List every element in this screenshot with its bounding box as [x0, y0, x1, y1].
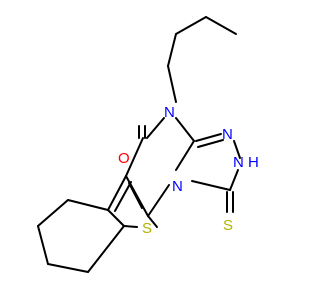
atom-n-butyl: N [164, 104, 175, 121]
bond-s-c8b [147, 215, 158, 228]
bond-ntop-nh [233, 140, 241, 159]
atom-s-thione: S [223, 217, 233, 234]
atom-oxygen: O [118, 150, 130, 167]
bond-cy-1 [67, 199, 109, 211]
bond-c4a-c5 [107, 175, 127, 211]
bond-cy-2 [37, 199, 69, 227]
bond-nbutyl-carbonyl [146, 117, 165, 139]
bond-c5-c9a [107, 209, 125, 227]
bond-nbridge-c3a [175, 140, 195, 171]
atom-n-triazole-top: N [222, 126, 233, 143]
bond-c4a-c5-inner [114, 181, 132, 212]
bond-carbonyl-c4a [125, 137, 144, 177]
bond-butyl-3 [167, 33, 177, 67]
atom-labels: N O N N H N S S [118, 104, 259, 237]
bond-c3a-ntop-1 [195, 133, 222, 142]
bond-cs-nbridge [191, 180, 231, 191]
bond-nh-cs [229, 169, 239, 191]
bond-c4a-c8b [125, 175, 149, 217]
bond-c8b-nbridge [147, 184, 170, 217]
bond-c8b-c4a-inner [128, 182, 143, 209]
atom-n-bridge: N [172, 178, 183, 195]
bond-cy-4 [47, 263, 89, 273]
bond-butyl-1 [205, 16, 237, 35]
bond-c3a-nbutyl [175, 117, 195, 142]
atom-h: H [248, 154, 259, 171]
molecule-svg: N O N N H N S S [37, 16, 259, 273]
bond-butyl-4 [167, 65, 177, 103]
bond-cy-5 [87, 225, 125, 273]
atom-s-ring: S [142, 220, 152, 237]
bond-lines [37, 16, 241, 273]
bond-c3a-ntop-2 [197, 139, 224, 148]
bond-butyl-2 [175, 16, 207, 35]
atom-n-h: N [233, 154, 244, 171]
bond-cy-3 [37, 225, 49, 265]
molecule-structure-diagram: N O N N H N S S [37, 16, 259, 273]
bond-c9a-s [123, 225, 138, 228]
